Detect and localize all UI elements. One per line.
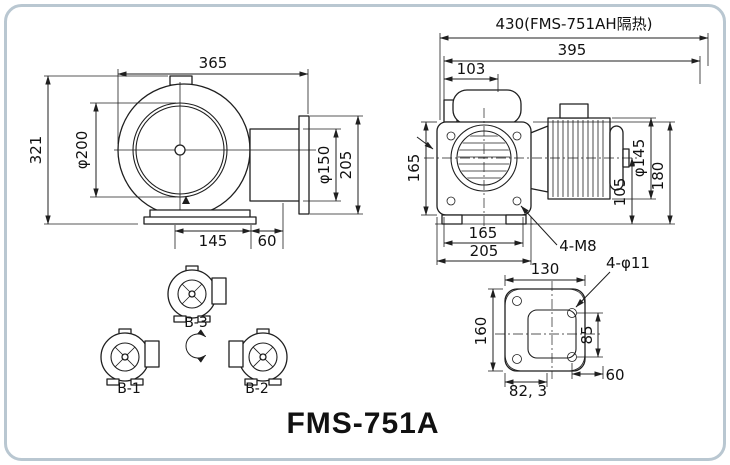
dim-inlet-diameter: φ200 [73,131,91,170]
side-view: 430(FMS-751AH隔热) 395 103 165 165 205 [405,15,709,265]
dim-outlet-offset: 60 [257,232,276,250]
motor-fins [552,120,604,197]
orientation-b2-label: B-2 [245,381,269,397]
housing-top [452,89,522,125]
outlet-duct [249,128,303,202]
bolt-note: 4-M8 [559,237,596,255]
mount-hole [512,296,522,306]
base-lower [143,216,257,225]
dim-hole-offset: 82, 3 [509,382,547,400]
base-outline [504,288,586,372]
dim-flange-width: 165 [469,224,498,242]
side-view-dimensions: 430(FMS-751AH隔热) 395 103 165 165 205 [405,15,709,265]
dim-base-length: 160 [472,317,490,346]
front-view-dimensions: 365 321 φ200 φ150 205 1 [27,54,363,250]
dim-base-width: 130 [531,260,560,278]
dim-overall-length: 430(FMS-751AH隔热) [495,15,652,33]
base-view: 130 4-φ11 160 85 82, 3 60 [472,254,650,400]
dim-length: 395 [558,41,587,59]
dim-overall-height: 180 [649,162,667,191]
motor-body [547,117,611,200]
dim-foot: 145 [199,232,228,250]
terminal-box [559,103,589,119]
section-arrow [416,136,434,150]
bolt-hole [512,196,522,206]
front-view: 365 321 φ200 φ150 205 1 [27,54,363,250]
dim-flange-overall: 205 [470,242,499,260]
direction-mark [182,196,190,204]
hole-note: 4-φ11 [606,254,650,272]
bolt-hole [512,131,522,141]
orientation-b1-icon [100,328,160,386]
model-title: FMS-751A [286,407,439,440]
base-view-dimensions: 130 4-φ11 160 85 82, 3 60 [472,254,650,400]
mount-hole [512,354,522,364]
dim-flange-height: 165 [405,154,423,183]
dim-axis-height: 105 [611,178,629,207]
dim-front-depth: 103 [457,60,486,78]
bolt-hole [446,131,456,141]
orientation-b1-label: B-1 [117,381,141,397]
orientation-b3-icon [167,265,227,323]
dim-outlet-bore: φ150 [315,146,333,185]
page-border [4,4,726,461]
dim-front-width: 365 [199,54,228,72]
orientation-b3-label: B-3 [184,315,208,331]
hub [174,144,186,156]
dim-front-height: 321 [27,136,45,165]
dim-base-side: 60 [605,366,624,384]
mount-hole [567,352,577,362]
dim-hole-span: 85 [578,325,596,344]
bolt-hole [446,196,456,206]
orientation-views: B-3 B-1 B-2 [100,265,288,397]
foot-left [441,214,463,225]
dim-motor-diameter: φ145 [630,139,648,178]
outlet-flange [298,115,310,215]
orientation-b2-icon [228,328,288,386]
mount-hole [567,308,577,318]
dim-outlet-flange: 205 [337,151,355,180]
rotation-arrow [185,329,207,363]
